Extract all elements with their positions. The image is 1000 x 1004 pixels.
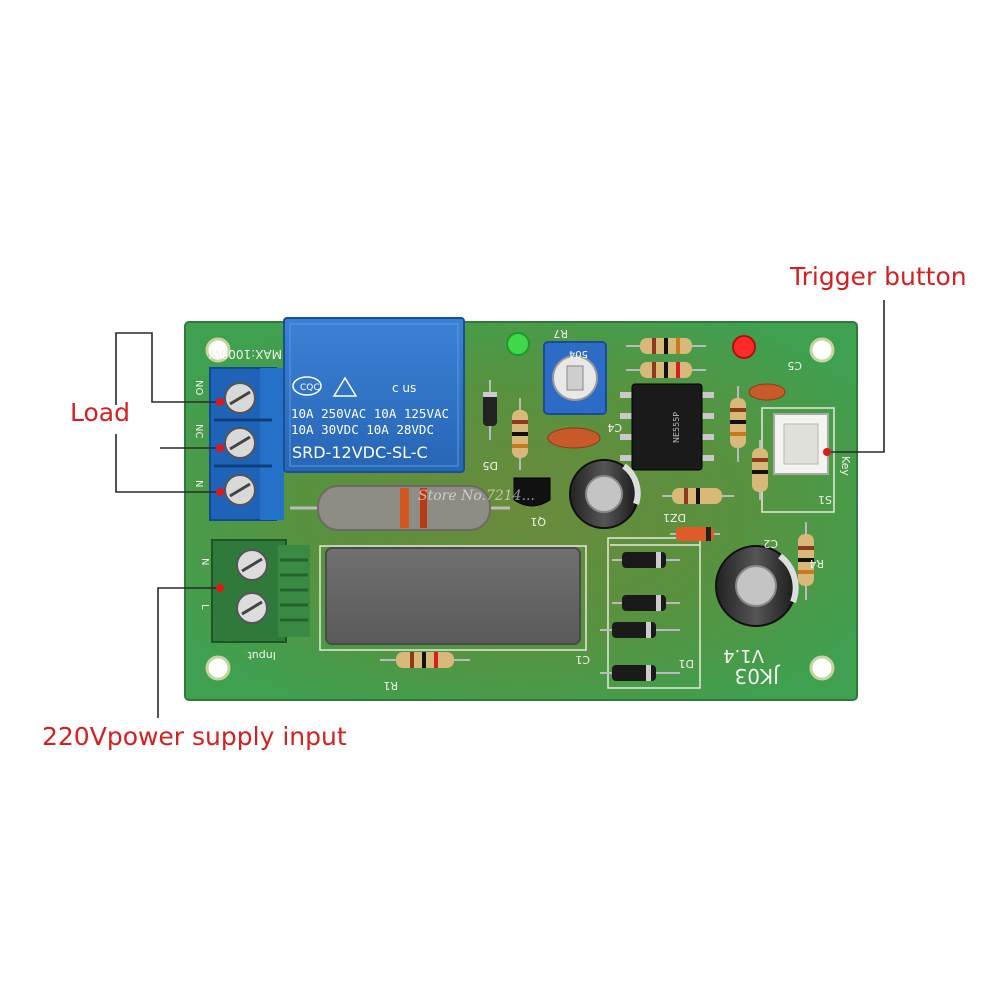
relay-cqc-text: CQC — [300, 383, 320, 393]
ic-marking: NE555P — [672, 412, 681, 443]
timer-ic — [620, 383, 714, 471]
silk-r4: R4 — [809, 557, 824, 570]
silk-com: N — [193, 480, 204, 487]
silk-c1: C1 — [575, 653, 590, 666]
trigger-button-callout: Trigger button — [790, 262, 967, 291]
input-label: Input — [247, 649, 276, 662]
ceramic-capacitor — [547, 427, 601, 449]
film-capacitor — [325, 547, 581, 645]
silk-in-l: L — [199, 604, 210, 610]
mount-hole-top-left — [205, 337, 231, 363]
cqc-logo — [292, 376, 322, 396]
red-led — [732, 335, 756, 359]
watermark: Store No.7214... — [418, 488, 535, 504]
green-led — [506, 332, 530, 356]
silk-s1: S1 — [818, 493, 832, 506]
silk-c2: C2 — [763, 537, 778, 550]
silk-c5: C5 — [787, 359, 802, 372]
silk-in-n: N — [199, 558, 210, 565]
relay-rating-line1: 10A 250VAC 10A 125VAC — [291, 406, 449, 421]
trigger-connector — [773, 413, 829, 475]
silk-dz1: DZ1 — [663, 511, 686, 524]
silk-d1: D1 — [679, 657, 694, 670]
relay-model: SRD-12VDC-SL-C — [292, 443, 428, 462]
key-label: Key — [839, 456, 852, 476]
mount-hole-top-right — [809, 337, 835, 363]
relay — [283, 317, 465, 473]
silkscreen-text: V1.4 JK03 MAX:1000W Input Key R1 R4 R7 C… — [193, 327, 852, 692]
power-input-terminal-block — [211, 539, 310, 643]
callout-lines — [115, 300, 885, 718]
mount-hole-bottom-right — [809, 655, 835, 681]
callout-dots — [216, 398, 831, 592]
electrolytic-capacitor-c2 — [715, 545, 799, 627]
max-rating-label: MAX:1000W — [209, 347, 282, 361]
electrolytic-capacitor-c4 — [569, 459, 641, 529]
load-terminal-block — [209, 367, 284, 521]
warning-triangle-icon — [332, 376, 358, 397]
relay-labels: CQC c us 10A 250VAC 10A 125VAC 10A 30VDC… — [291, 381, 449, 462]
silk-r7: R7 — [553, 327, 568, 340]
trimmer-marking: 504 — [569, 348, 588, 359]
diodes — [483, 380, 720, 681]
power-supply-callout: 220Vpower supply input — [42, 722, 347, 751]
relay-rating-line2: 10A 30VDC 10A 28VDC — [291, 422, 434, 437]
transistor-q1 — [513, 477, 551, 507]
silk-no: NO — [193, 380, 204, 395]
silk-q1: Q1 — [530, 515, 546, 528]
silk-r1: R1 — [383, 679, 398, 692]
resistors — [380, 338, 814, 668]
version-label: V1.4 — [723, 645, 764, 666]
trimmer-potentiometer — [543, 341, 607, 415]
model-label: JK03 — [735, 664, 781, 688]
mount-hole-bottom-left — [205, 655, 231, 681]
relay-ul-text: c us — [392, 381, 416, 395]
load-callout: Load — [70, 398, 130, 427]
ceramic-capacitor-c5 — [748, 383, 786, 401]
power-resistor — [290, 485, 510, 531]
silk-d5: D5 — [483, 459, 498, 472]
silk-nc: NC — [193, 424, 204, 438]
silk-c4: C4 — [607, 421, 622, 434]
